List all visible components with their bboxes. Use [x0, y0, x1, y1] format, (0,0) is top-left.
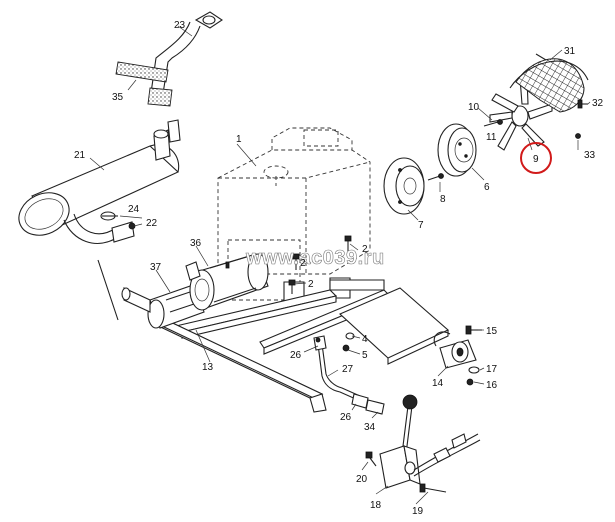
part-label-5: 5 — [362, 350, 368, 361]
guard-nut[interactable] — [575, 133, 581, 139]
watermark-text: www.ac039.ru — [245, 247, 385, 269]
part-label-24: 24 — [128, 204, 140, 215]
part-label-23: 23 — [174, 20, 186, 31]
lever-bolt[interactable] — [419, 483, 447, 493]
bearing-washer[interactable] — [468, 366, 480, 374]
muffler[interactable] — [12, 119, 181, 244]
part-label-22: 22 — [146, 218, 158, 229]
highlight-circle — [520, 142, 552, 174]
frame-washer[interactable] — [345, 332, 355, 340]
part-label-16: 16 — [486, 380, 498, 391]
part-label-26-upper: 26 — [290, 350, 302, 361]
muffler-clamp[interactable] — [100, 211, 118, 221]
part-label-35: 35 — [112, 92, 124, 103]
part-label-6: 6 — [484, 182, 490, 193]
part-label-26-lower: 26 — [340, 412, 352, 423]
leader-lines — [89, 25, 591, 505]
part-label-18: 18 — [370, 500, 382, 511]
part-label-14: 14 — [432, 378, 444, 389]
control-cable[interactable] — [413, 433, 481, 477]
part-label-10: 10 — [468, 102, 480, 113]
part-label-33: 33 — [584, 150, 596, 161]
part-label-7: 7 — [418, 220, 424, 231]
part-label-1: 1 — [236, 134, 242, 145]
part-label-32: 32 — [592, 98, 604, 109]
cooling-fan[interactable] — [489, 77, 553, 151]
part-label-31: 31 — [564, 46, 576, 57]
bracket-screw[interactable] — [365, 451, 377, 467]
fan-bolt[interactable] — [483, 119, 503, 127]
part-labels: 1 2 2 2 4 5 6 7 8 9 10 11 13 14 15 16 17… — [74, 20, 604, 517]
part-label-20: 20 — [356, 474, 368, 485]
part-label-2-lower: 2 — [308, 279, 314, 290]
line-fitting-upper[interactable] — [315, 337, 321, 343]
bearing-block[interactable] — [433, 331, 477, 369]
part-label-9: 9 — [533, 154, 539, 165]
bearing-nut[interactable] — [466, 378, 474, 386]
part-label-34: 34 — [364, 422, 376, 433]
line-adapter[interactable] — [365, 399, 385, 415]
part-label-19: 19 — [412, 506, 424, 517]
part-label-2-middle: 2 — [300, 258, 306, 269]
part-label-15: 15 — [486, 326, 498, 337]
pump-drive-unit[interactable] — [185, 253, 269, 311]
frame-nut[interactable] — [342, 344, 350, 352]
part-label-36: 36 — [190, 238, 202, 249]
mount-bolt[interactable] — [288, 235, 352, 294]
part-label-11: 11 — [486, 132, 497, 143]
part-label-8: 8 — [440, 194, 446, 205]
part-label-13: 13 — [202, 362, 214, 373]
part-label-2-upper: 2 — [362, 244, 368, 255]
part-label-37: 37 — [150, 262, 162, 273]
coupling-hub[interactable] — [383, 157, 425, 215]
pulley[interactable] — [437, 123, 477, 177]
hub-bolt[interactable] — [427, 173, 444, 181]
exhaust-gasket[interactable] — [115, 61, 173, 107]
guard-screw[interactable] — [577, 99, 588, 109]
part-label-17: 17 — [486, 364, 498, 375]
part-label-27: 27 — [342, 364, 354, 375]
fan-guard[interactable] — [509, 53, 589, 113]
part-label-21: 21 — [74, 150, 86, 161]
lever-bracket[interactable] — [379, 445, 421, 489]
part-label-4: 4 — [362, 334, 368, 345]
